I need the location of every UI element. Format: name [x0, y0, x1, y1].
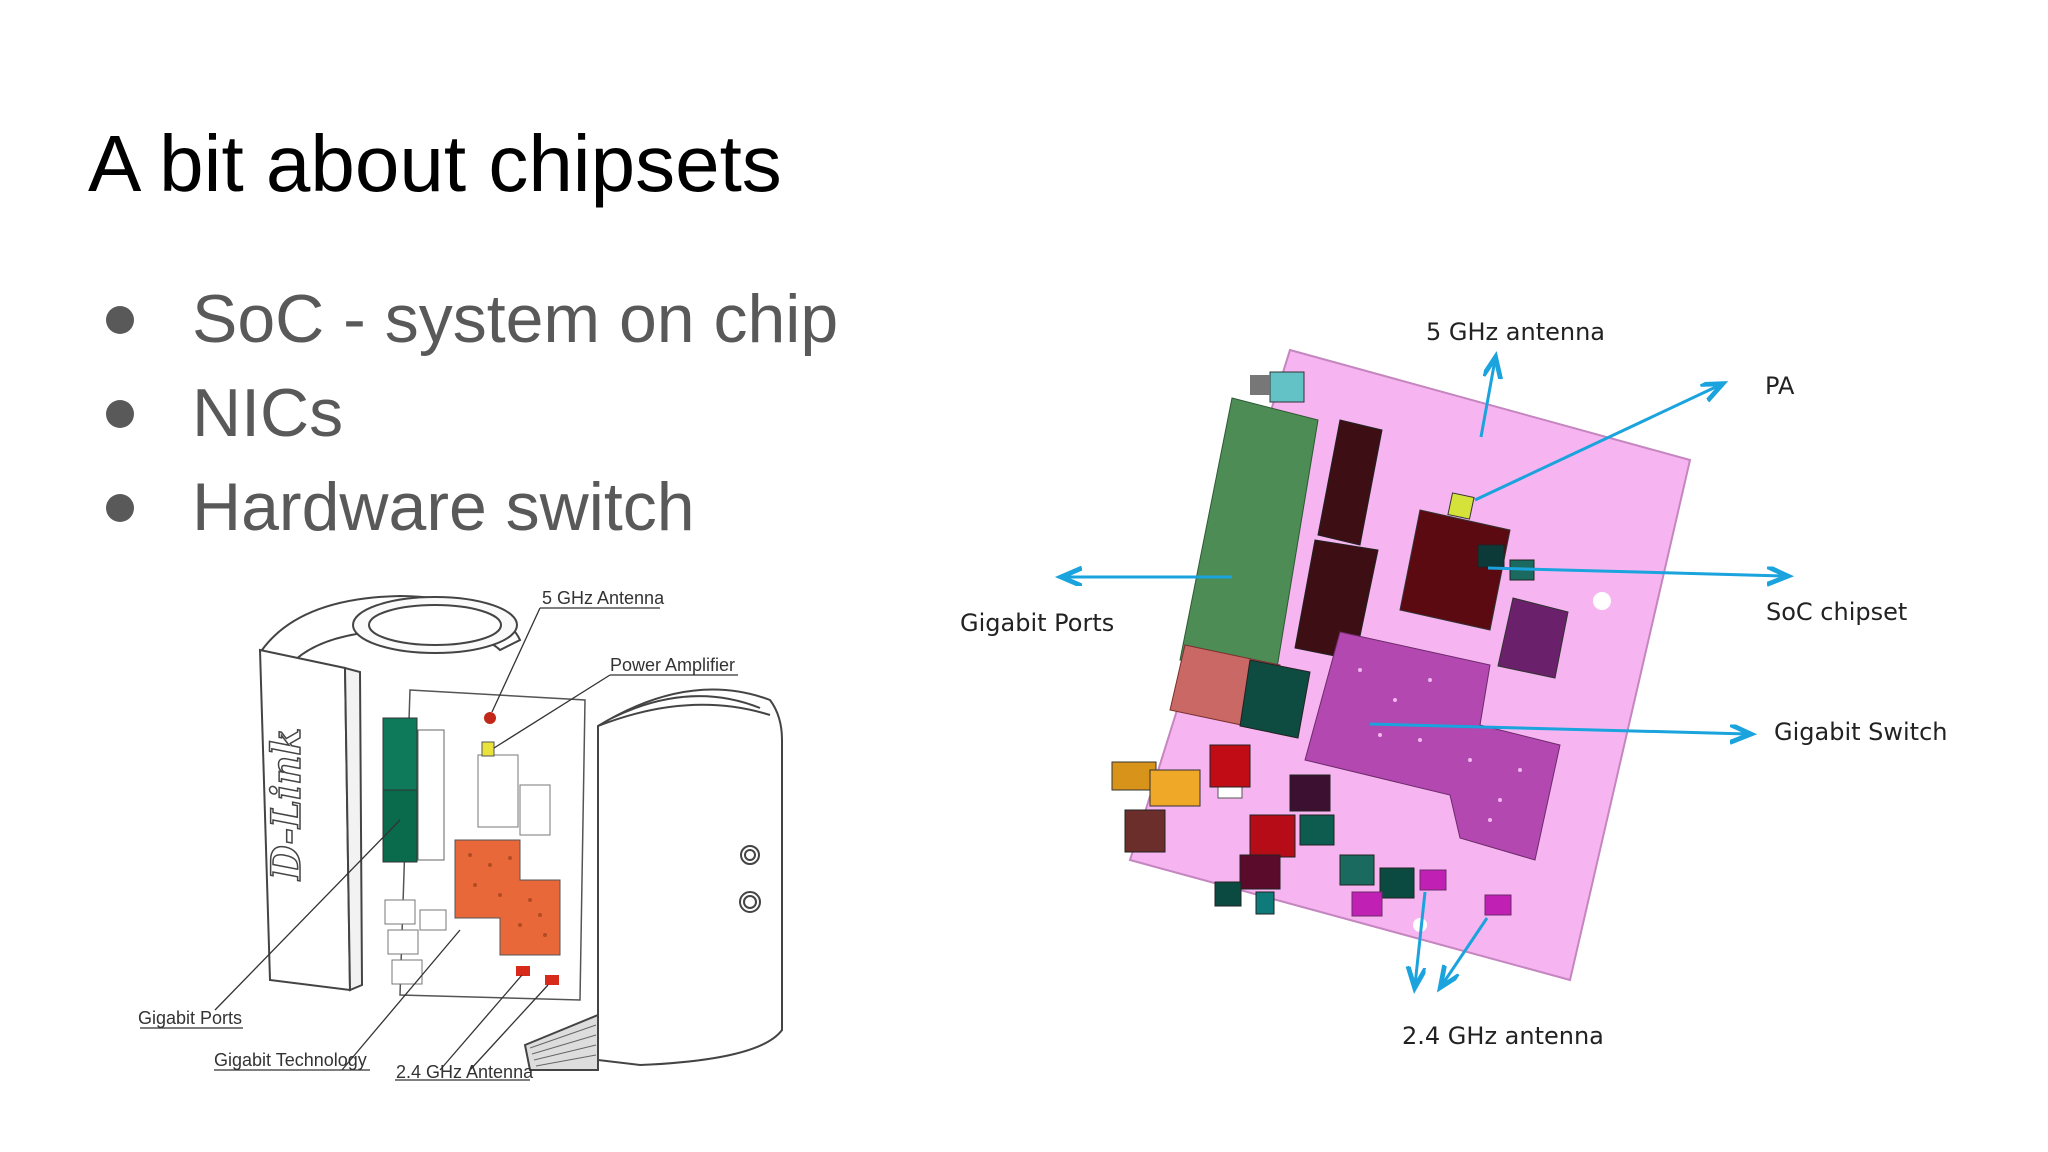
label-5ghz-antenna: 5 GHz Antenna — [542, 588, 665, 608]
bullet-text: Hardware switch — [192, 469, 695, 545]
bullet-text: NICs — [192, 375, 344, 451]
bullet-icon — [106, 494, 134, 522]
router-circuit-board — [382, 689, 586, 1001]
label-gigabit-technology: Gigabit Technology — [214, 1050, 367, 1070]
bullet-text: SoC - system on chip — [192, 281, 839, 357]
bullet-icon — [106, 306, 134, 334]
router-rear-shell — [258, 594, 522, 992]
label-5ghz-antenna: 5 GHz antenna — [1426, 318, 1605, 346]
bullet-icon — [106, 400, 134, 428]
slide-title: A bit about chipsets — [88, 119, 782, 208]
label-gigabit-switch: Gigabit Switch — [1774, 718, 1948, 746]
label-soc-chipset: SoC chipset — [1766, 598, 1907, 626]
label-24ghz-antenna: 2.4 GHz antenna — [1402, 1022, 1604, 1050]
router-front-shell — [523, 688, 783, 1071]
label-pa: PA — [1765, 372, 1795, 400]
pcb-board — [1111, 348, 1692, 982]
label-24ghz-antenna: 2.4 GHz Antenna — [396, 1062, 534, 1082]
label-gigabit-ports: Gigabit Ports — [960, 609, 1114, 637]
brand-text: D-Link — [263, 728, 310, 881]
left-leader-lines — [140, 607, 738, 1081]
label-power-amplifier: Power Amplifier — [610, 655, 735, 675]
pcb-arrows — [1064, 360, 1785, 985]
label-gigabit-ports: Gigabit Ports — [138, 1008, 242, 1028]
